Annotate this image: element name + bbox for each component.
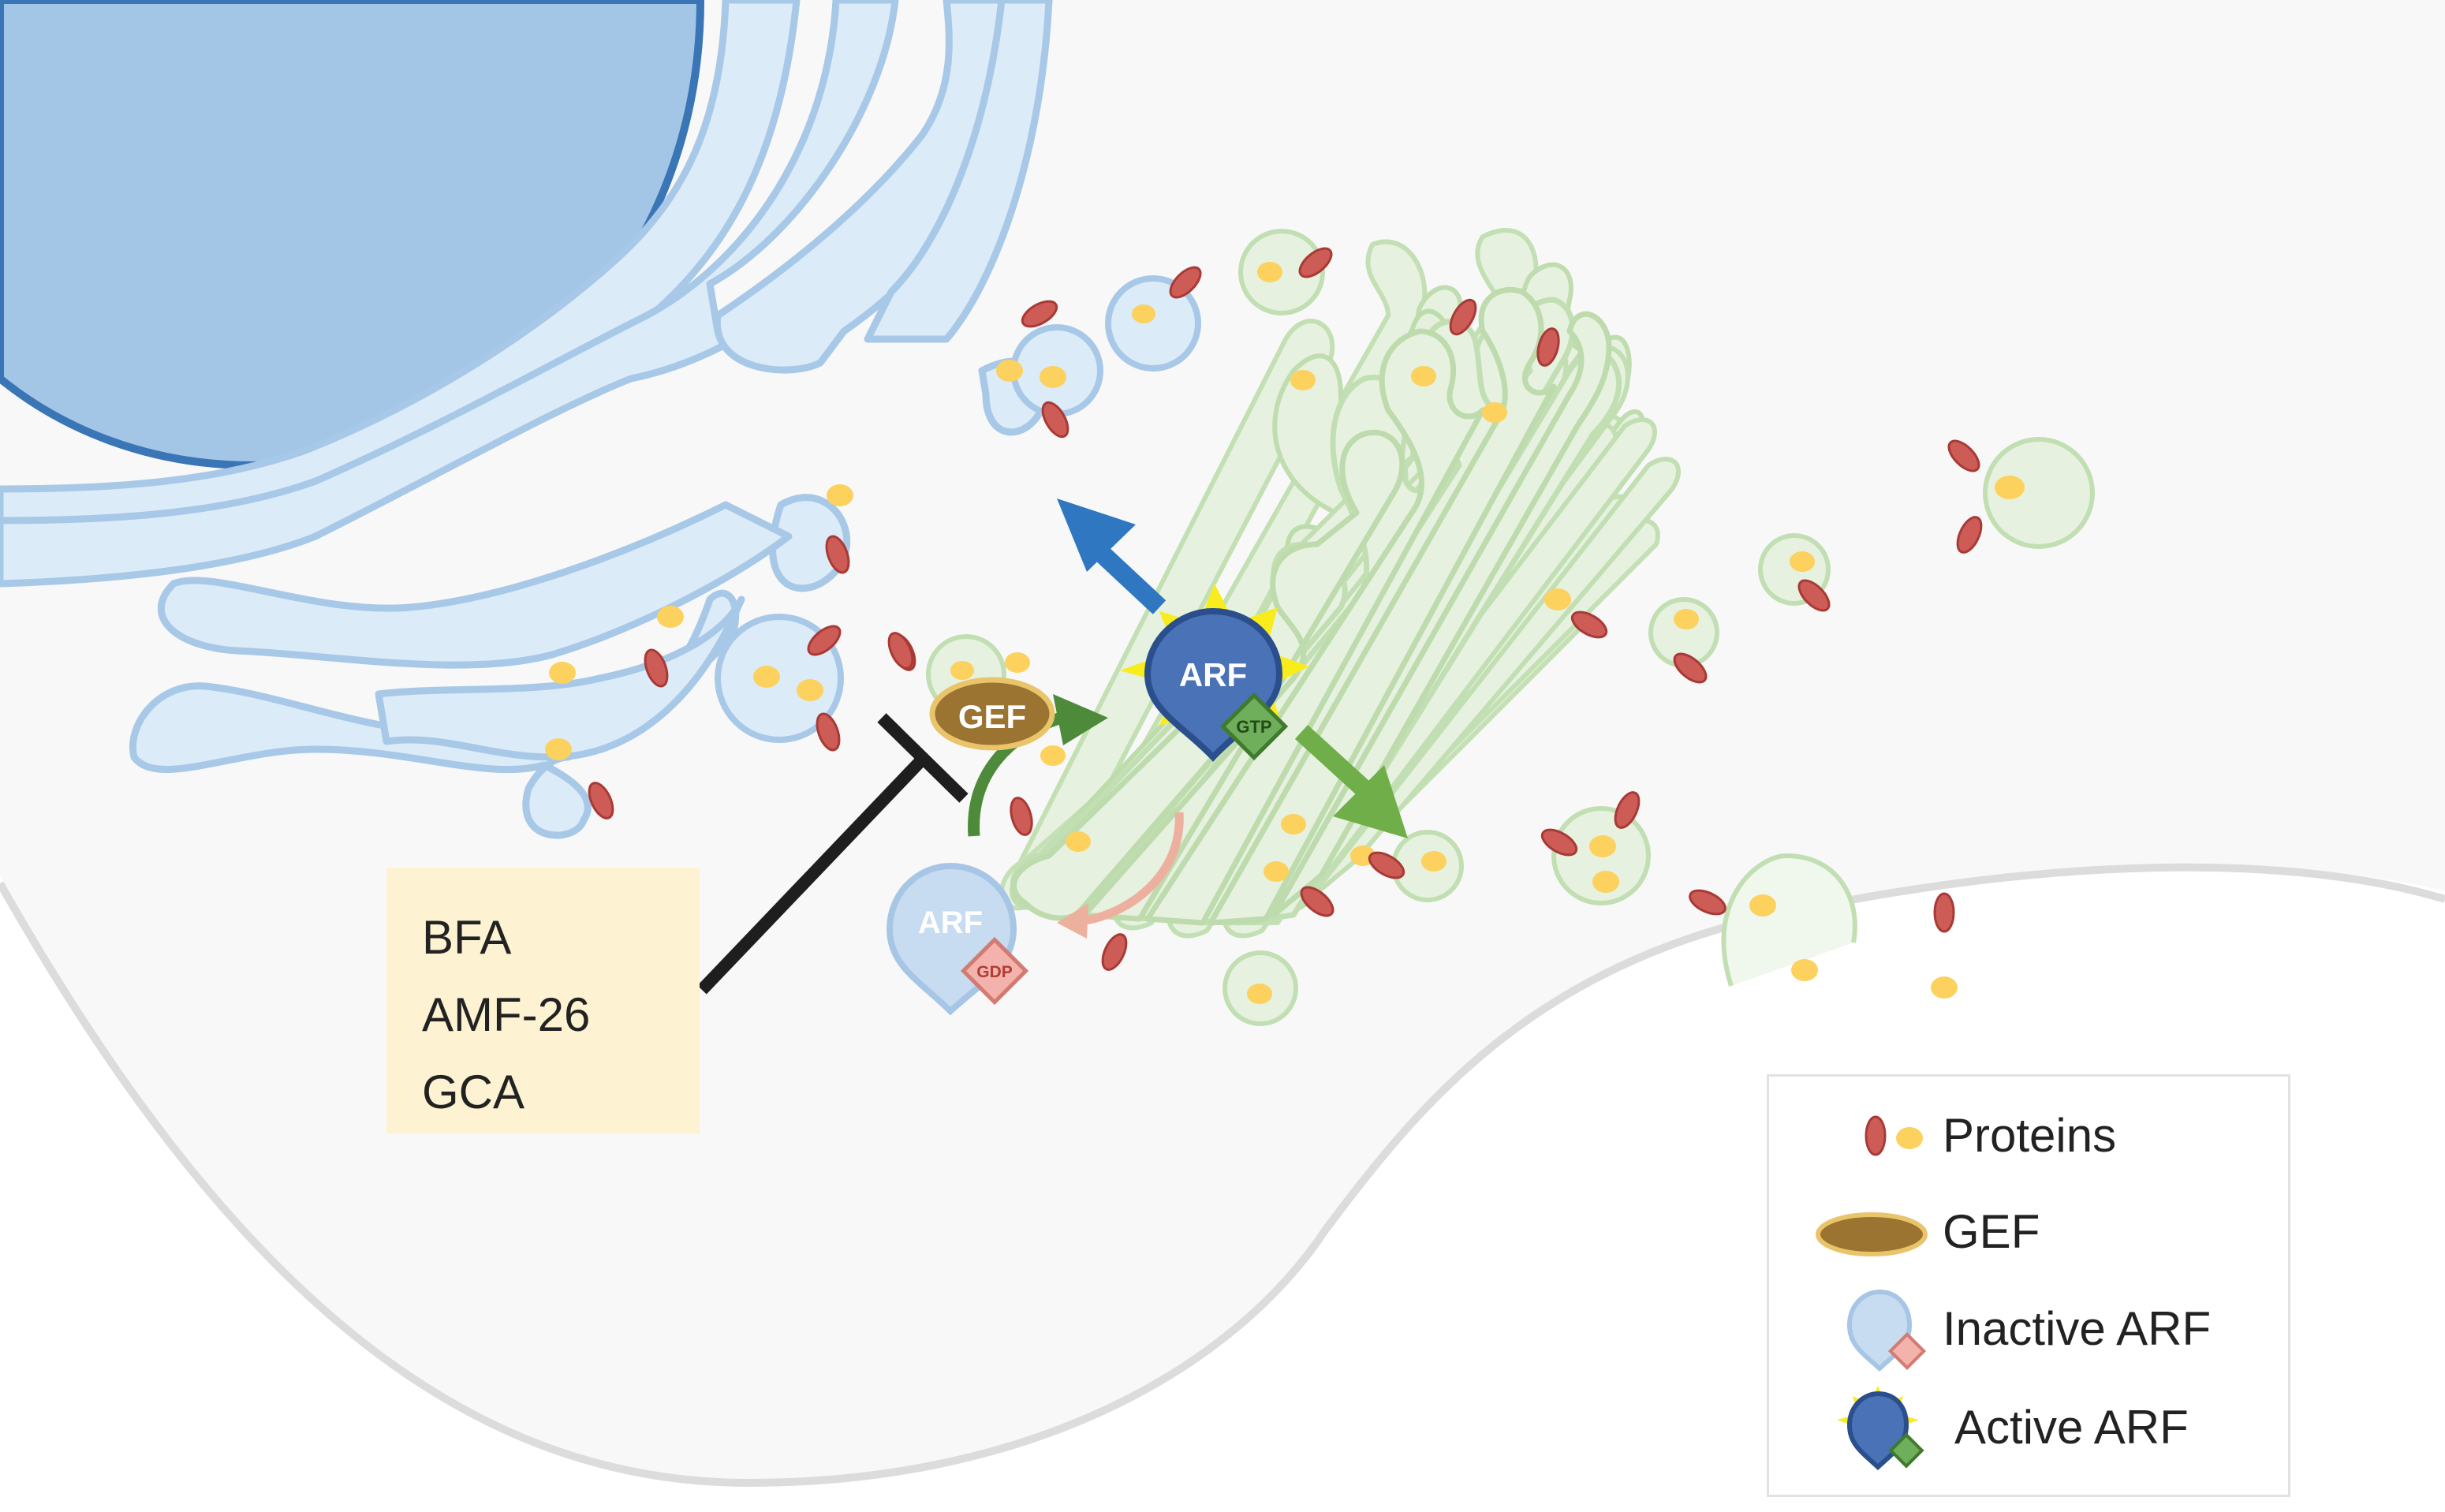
legend-label-proteins: Proteins: [1943, 1109, 2117, 1162]
inhibition-symbol: [697, 713, 969, 995]
legend-label-inactive-arf: Inactive ARF: [1943, 1302, 2212, 1355]
endoplasmic-reticulum: [0, 0, 1053, 839]
legend-item-gef: GEF: [1769, 1189, 2288, 1275]
inhibitor-box: BFA AMF-26 GCA: [386, 868, 700, 1133]
active-arf-label: ARF: [1179, 656, 1247, 693]
legend-item-inactive-arf: Inactive ARF: [1769, 1286, 2288, 1372]
gtp-label: GTP: [1236, 717, 1271, 737]
inactive-arf-label: ARF: [918, 905, 983, 940]
legend-item-proteins: Proteins: [1769, 1092, 2288, 1179]
green-transport-arrowhead: [1333, 765, 1408, 838]
activation-arrowhead: [1053, 694, 1108, 745]
gef-label: GEF: [958, 698, 1026, 735]
yellow-proteins: [545, 262, 2025, 1004]
plasma-membrane: [0, 863, 2445, 1488]
gtp-badge: GTP: [1219, 692, 1289, 761]
gef-node: GEF: [929, 677, 1055, 751]
inhibitor-gca: GCA: [422, 1066, 525, 1118]
gef-icon: [1816, 1212, 1928, 1256]
hydrolysis-arrow: [1080, 812, 1184, 926]
gdp-label: GDP: [976, 963, 1013, 981]
blue-transport-arrow: [1093, 545, 1167, 614]
inhibitor-bfa: BFA: [422, 911, 512, 964]
gdp-badge: GDP: [960, 936, 1029, 1006]
inactive-arf-icon: [1846, 1289, 1927, 1372]
legend-label-gef: GEF: [1943, 1205, 2040, 1258]
protein-icon: [1865, 1115, 1923, 1156]
legend-label-active-arf: Active ARF: [1954, 1401, 2189, 1454]
active-arf-node: ARF GTP: [1120, 584, 1309, 762]
inhibitor-amf26: AMF-26: [422, 988, 591, 1041]
active-arf-icon: [1837, 1386, 1924, 1471]
hydrolysis-arrowhead: [1057, 903, 1088, 939]
blue-transport-arrowhead: [1057, 498, 1136, 572]
inactive-arf-node: ARF GDP: [886, 862, 1029, 1016]
green-transport-arrow: [1294, 725, 1379, 804]
legend: Proteins GEF Inactive ARF Active ARF: [1767, 1074, 2290, 1497]
legend-item-active-arf: Active ARF: [1769, 1384, 2288, 1471]
fusing-vesicle: [1721, 853, 1857, 987]
